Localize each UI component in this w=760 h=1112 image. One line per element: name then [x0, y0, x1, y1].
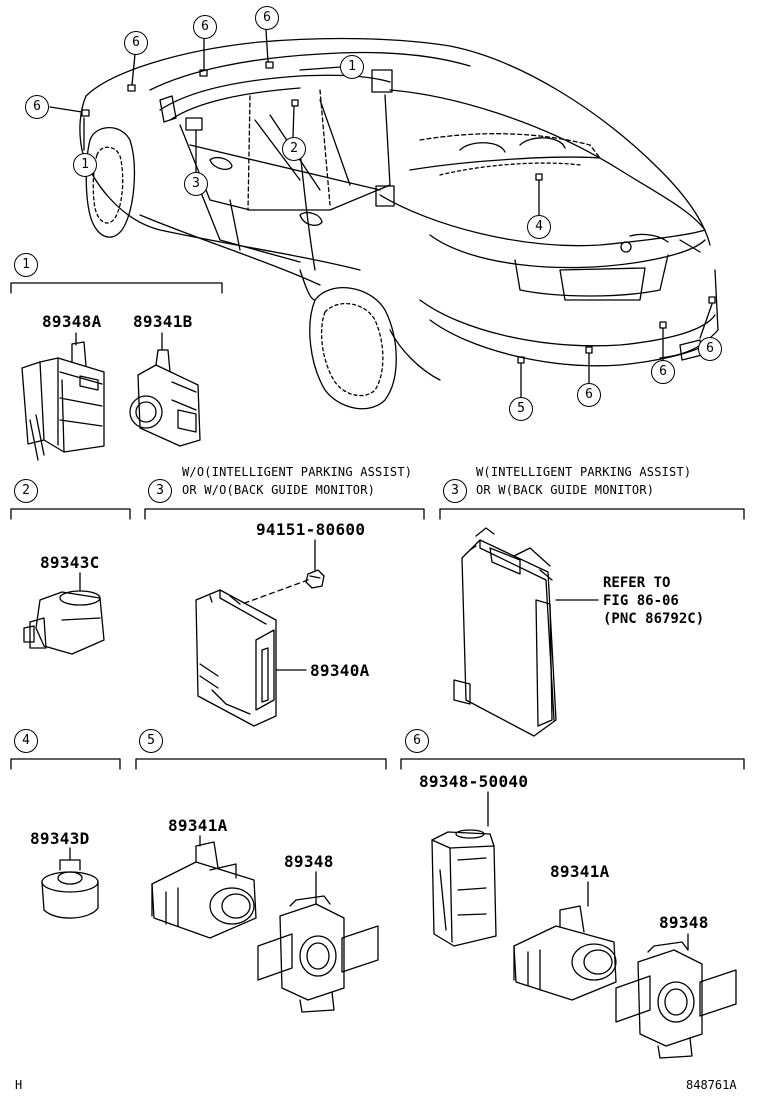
bolt-axis [241, 579, 309, 605]
part-drawing-89341B [129, 349, 201, 447]
part-label-94151-80600: 94151-80600 [256, 520, 366, 539]
callout-2: 2 [282, 137, 306, 161]
section-number-1: 1 [14, 253, 38, 277]
bracket-section-3a [144, 508, 425, 520]
part-label-89348-50040: 89348-50040 [419, 772, 529, 791]
condition-s3a-line1: W/O(INTELLIGENT PARKING ASSIST) [182, 465, 413, 479]
condition-s3b-line2: OR W(BACK GUIDE MONITOR) [476, 483, 655, 497]
part-label-89341A-s6: 89341A [550, 862, 610, 881]
part-drawing-89348-s5 [257, 895, 379, 1013]
callout-6-f: 6 [651, 360, 675, 384]
part-label-89340A: 89340A [310, 661, 370, 680]
callout-6-b: 6 [193, 15, 217, 39]
callout-5: 5 [509, 397, 533, 421]
callout-6-a: 6 [124, 31, 148, 55]
footer-left-code: H [15, 1078, 23, 1092]
part-label-89348-s6: 89348 [659, 913, 709, 932]
part-label-89348A: 89348A [42, 312, 102, 331]
part-drawing-ecu-refer [453, 527, 557, 737]
section-number-4: 4 [14, 729, 38, 753]
car-illustration [49, 29, 719, 410]
part-label-89343D: 89343D [30, 829, 90, 848]
section-number-3b: 3 [443, 479, 467, 503]
part-label-89341A-s5: 89341A [168, 816, 228, 835]
callout-1-b: 1 [340, 55, 364, 79]
part-drawing-89343C [23, 590, 105, 655]
bracket-section-6 [400, 758, 745, 770]
figure-number: 848761A [686, 1078, 737, 1092]
callout-6-c: 6 [255, 6, 279, 30]
section-number-3a: 3 [148, 479, 172, 503]
part-drawing-89348-50040 [431, 829, 497, 947]
part-drawing-94151-80600 [305, 569, 325, 589]
part-drawing-89348-s6 [615, 941, 737, 1059]
section-number-5: 5 [139, 729, 163, 753]
part-drawing-89348A [21, 341, 105, 461]
bracket-section-1 [10, 282, 223, 294]
part-drawing-89340A [195, 589, 277, 727]
callout-1-a: 1 [73, 153, 97, 177]
callout-4: 4 [527, 215, 551, 239]
condition-s3b-line1: W(INTELLIGENT PARKING ASSIST) [476, 465, 692, 479]
part-drawing-89341A-s5 [151, 841, 257, 939]
condition-s3a-line2: OR W/O(BACK GUIDE MONITOR) [182, 483, 376, 497]
bracket-section-2 [10, 508, 131, 520]
part-label-89341B: 89341B [133, 312, 193, 331]
callout-6-g: 6 [698, 337, 722, 361]
callout-6-e: 6 [577, 383, 601, 407]
bracket-section-3b [439, 508, 745, 520]
section-number-2: 2 [14, 479, 38, 503]
part-drawing-89341A-s6 [513, 905, 617, 1001]
bracket-section-5 [135, 758, 387, 770]
callout-6-d: 6 [25, 95, 49, 119]
refer-note: REFER TO FIG 86-06 (PNC 86792C) [603, 575, 705, 627]
part-label-89348-s5: 89348 [284, 852, 334, 871]
part-label-89343C: 89343C [40, 553, 100, 572]
section-number-6: 6 [405, 729, 429, 753]
callout-3: 3 [184, 172, 208, 196]
bracket-section-4 [10, 758, 121, 770]
part-drawing-89343D [41, 859, 99, 919]
